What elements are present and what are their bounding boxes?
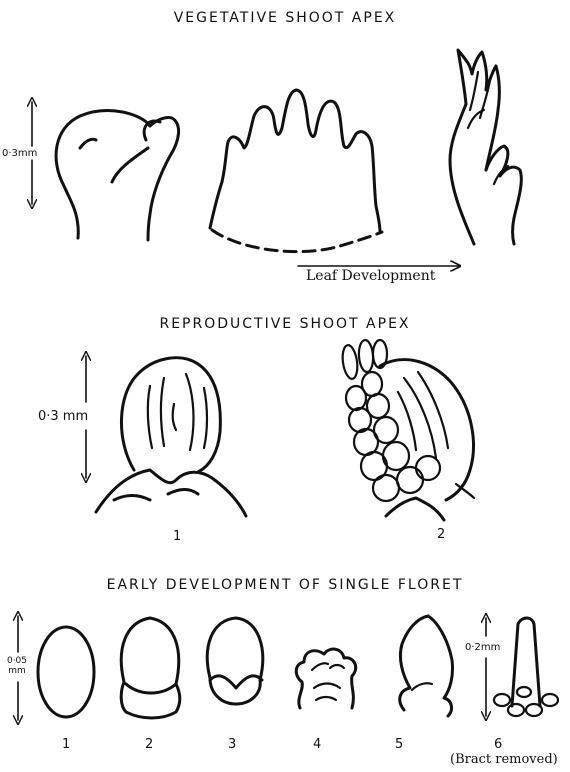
vegetative-apex-mature [450, 50, 521, 244]
vegetative-apex-early [56, 111, 179, 240]
floret-stage-3 [207, 618, 262, 704]
floret-stage-2 [121, 618, 180, 718]
reproductive-apex-stage-2 [341, 340, 474, 520]
reproductive-apex-stage-1 [96, 358, 246, 516]
vegetative-apex-middle [210, 90, 382, 252]
floret-stage-6 [494, 618, 558, 716]
floret-stage-4 [296, 649, 355, 708]
floret-stage-1 [38, 627, 94, 717]
floret-stage-5 [400, 616, 453, 716]
